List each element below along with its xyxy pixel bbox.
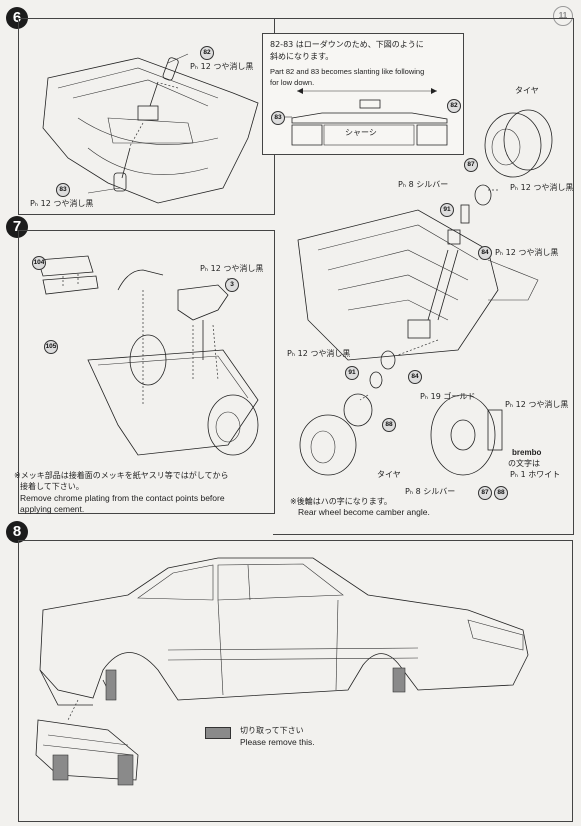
matte-black-84: Pₕ 12 つや消し黒 <box>495 248 559 257</box>
part-84-badge: 84 <box>478 246 492 260</box>
label-83-paint: Pₕ 12 つや消し黒 <box>30 199 94 208</box>
rear-suspension-drawing <box>42 53 259 204</box>
camber-note-en: Rear wheel become camber angle. <box>298 507 430 517</box>
part-82-badge-note: 82 <box>447 99 461 113</box>
chrome-note-jp-1: ※メッキ部品は接着面のメッキを紙ヤスリ等ではがしてから <box>14 471 229 480</box>
page-number: 11 <box>553 6 573 26</box>
lowdown-note-en-1: Part 82 and 83 becomes slanting like fol… <box>270 67 425 76</box>
step-8-number: 8 <box>6 521 28 543</box>
part-87-badge-2: 87 <box>478 486 492 500</box>
tire-label-top: タイヤ <box>515 86 539 95</box>
part-91-badge: 91 <box>440 203 454 217</box>
part-3-badge: 3 <box>225 278 239 292</box>
remove-label-en: Please remove this. <box>240 737 315 747</box>
matte-black-mid: Pₕ 12 つや消し黒 <box>287 349 351 358</box>
lowdown-note-jp-2: 斜めになります。 <box>270 52 334 61</box>
step-6-right-frame <box>273 18 574 535</box>
part-82-badge: 82 <box>200 46 214 60</box>
gold-label: Pₕ 19 ゴールド <box>420 392 476 401</box>
part-104-badge: 104 <box>32 256 46 270</box>
car-body-drawing <box>35 557 529 786</box>
chassis-label: シャーシ <box>345 128 377 137</box>
step-7-frame <box>18 230 275 514</box>
step7-matte-black: Pₕ 12 つや消し黒 <box>200 264 264 273</box>
brembo-jp: の文字は <box>508 459 540 468</box>
label-82-paint: Pₕ 12 つや消し黒 <box>190 62 254 71</box>
part-84-badge-2: 84 <box>408 370 422 384</box>
brembo-text: brembo <box>512 448 542 457</box>
step-8-frame <box>18 540 573 822</box>
lowdown-note-en-2: for low down. <box>270 78 315 87</box>
step-7-number: 7 <box>6 216 28 238</box>
step-6-number: 6 <box>6 7 28 29</box>
chrome-note-en-1: Remove chrome plating from the contact p… <box>20 493 225 503</box>
part-91-badge-2: 91 <box>345 366 359 380</box>
part-87-badge: 87 <box>464 158 478 172</box>
front-wheel-assembly <box>297 109 553 476</box>
silver-label-2: Pₕ 8 シルバー <box>405 487 456 496</box>
silver-label: Pₕ 8 シルバー <box>398 180 449 189</box>
matte-black-disc: Pₕ 12 つや消し黒 <box>505 400 569 409</box>
tire-label-bottom: タイヤ <box>377 470 401 479</box>
chrome-note-en-2: applying cement. <box>20 504 85 514</box>
part-105-badge: 105 <box>44 340 58 354</box>
matte-black-87: Pₕ 12 つや消し黒 <box>510 183 574 192</box>
remove-swatch <box>205 727 231 739</box>
part-83-badge-note: 83 <box>271 111 285 125</box>
white-label: Pₕ 1 ホワイト <box>510 470 561 479</box>
part-83-badge: 83 <box>56 183 70 197</box>
lowdown-note-panel <box>262 33 464 155</box>
part-88-badge-2: 88 <box>494 486 508 500</box>
chrome-note-jp-2: 接着して下さい。 <box>20 482 84 491</box>
lowdown-note-jp-1: 82-83 はローダウンのため、下図のように <box>270 40 424 49</box>
step-7-drawing <box>37 255 259 456</box>
part-88-badge: 88 <box>382 418 396 432</box>
remove-label-jp: 切り取って下さい <box>240 726 304 735</box>
camber-note-jp: ※後輪はハの字になります。 <box>290 497 392 506</box>
